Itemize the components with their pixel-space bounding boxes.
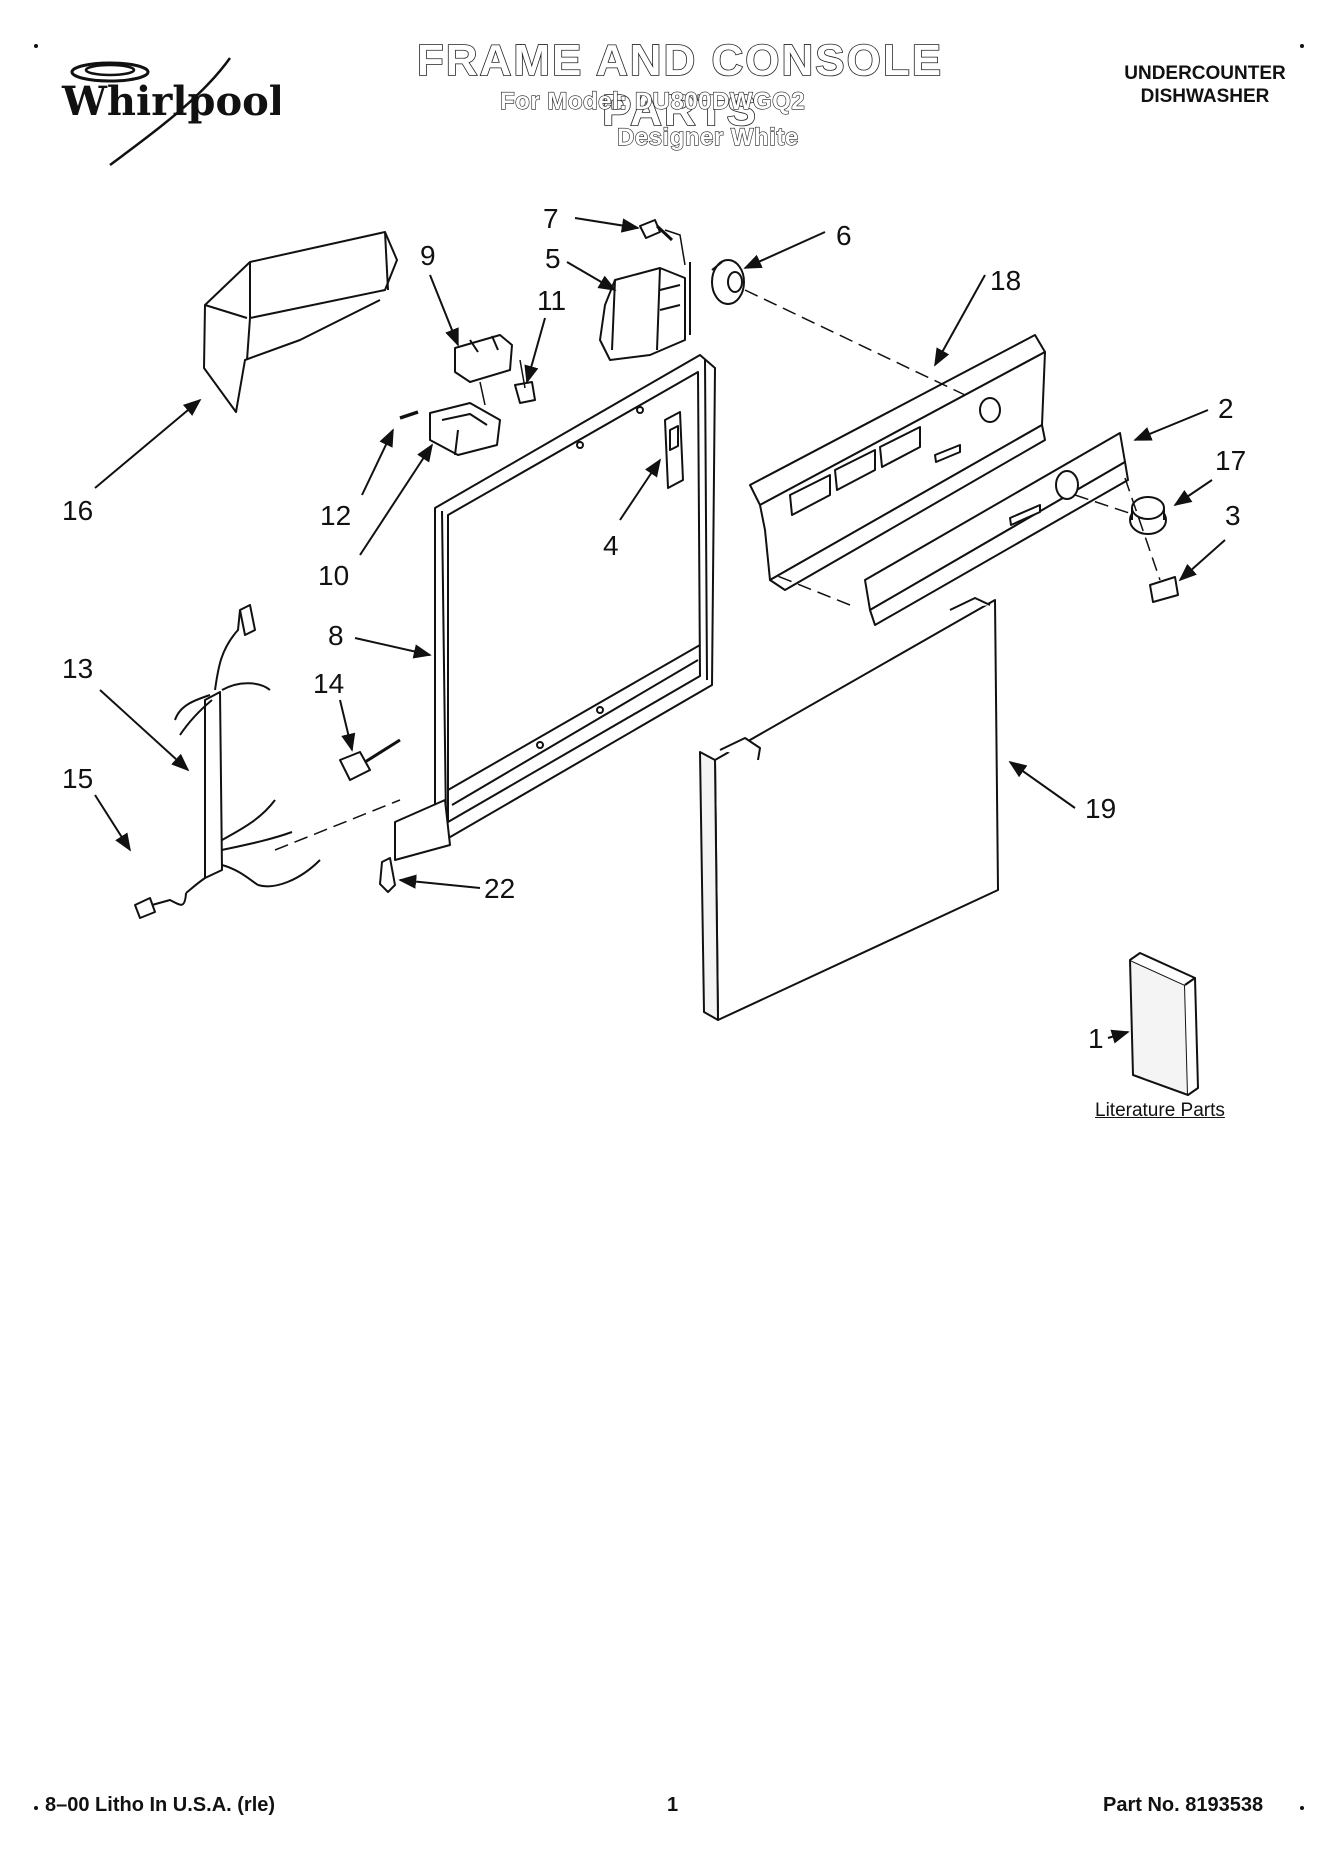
- model-variant: Designer White: [616, 123, 799, 151]
- leader-arrow: [1173, 479, 1213, 507]
- callout-3: 3: [1225, 500, 1241, 531]
- callout-1: 1: [1088, 1023, 1104, 1054]
- leader-arrow: [619, 458, 661, 521]
- part-screw: [639, 219, 674, 242]
- callout-18: 18: [990, 265, 1021, 296]
- literature-parts-label: Literature Parts: [1095, 1100, 1225, 1121]
- part-door-panel: [699, 597, 999, 1021]
- leader-arrow: [398, 874, 481, 889]
- leader-arrow: [1008, 760, 1076, 809]
- callout-12: 12: [320, 500, 351, 531]
- part-rod: [399, 410, 419, 420]
- callout-22: 22: [484, 873, 515, 904]
- part-switch-bracket: [429, 402, 501, 456]
- leader-arrow: [94, 398, 202, 489]
- assembly-line: [744, 289, 966, 396]
- callout-7: 7: [543, 203, 559, 234]
- part-timer: [599, 262, 691, 361]
- part-control-panel: [864, 432, 1129, 626]
- leader-arrow: [524, 317, 546, 384]
- callout-6: 6: [836, 220, 852, 251]
- whirlpool-logo: Whirlpool: [61, 57, 280, 167]
- registration-dot: [1300, 44, 1304, 48]
- leader-arrow: [566, 261, 617, 291]
- part-latch-bracket: [664, 411, 684, 489]
- leader-arrow: [359, 443, 433, 556]
- callout-4: 4: [603, 530, 619, 561]
- leader-arrow: [361, 428, 394, 496]
- assembly-line: [774, 574, 851, 606]
- product-type: UNDERCOUNTER DISHWASHER: [1090, 62, 1320, 108]
- leader-arrow: [1107, 1029, 1130, 1044]
- callout-8: 8: [328, 620, 344, 651]
- registration-dot: [1300, 1806, 1304, 1810]
- part-wire-connector: [339, 738, 401, 781]
- leader-arrow: [934, 274, 986, 367]
- part-button: [1149, 576, 1179, 603]
- assembly-line: [1074, 494, 1136, 516]
- part-knob: [1129, 496, 1167, 535]
- callout-13: 13: [62, 653, 93, 684]
- part-switch: [454, 334, 513, 383]
- callout-9: 9: [420, 240, 436, 271]
- leader-arrow: [94, 794, 131, 852]
- footer-page-number: 1: [667, 1794, 679, 1816]
- callout-19: 19: [1085, 793, 1116, 824]
- part-console-cover: [203, 231, 398, 413]
- part-ground-screw: [134, 892, 187, 919]
- callout-5: 5: [545, 243, 561, 274]
- callout-11: 11: [537, 285, 566, 316]
- brand-wordmark: Whirlpool: [61, 78, 280, 125]
- assembly-line: [274, 799, 401, 851]
- part-frame: [394, 354, 716, 861]
- footer-part-number: Part No. 8193538: [1103, 1794, 1264, 1816]
- leader-arrow: [99, 689, 190, 772]
- registration-dot: [34, 1806, 38, 1810]
- leader-arrow: [339, 699, 356, 752]
- leader-arrow: [743, 231, 826, 269]
- product-type-line: UNDERCOUNTER: [1124, 63, 1286, 84]
- assembly-line: [479, 359, 526, 406]
- callout-15: 15: [62, 763, 93, 794]
- callout-17: 17: [1215, 445, 1246, 476]
- model-number: For Model: DU800DWGQ2: [499, 87, 806, 115]
- footer-print-info: 8–00 Litho In U.S.A. (rle): [45, 1794, 276, 1816]
- callout-16: 16: [62, 495, 93, 526]
- registration-dot: [34, 44, 38, 48]
- callout-14: 14: [313, 668, 344, 699]
- leader-arrow: [1178, 539, 1226, 582]
- callout-2: 2: [1218, 393, 1234, 424]
- part-timer-dial: [711, 259, 745, 305]
- leader-arrow: [574, 217, 640, 233]
- callout-10: 10: [318, 560, 349, 591]
- assembly-line: [1124, 477, 1161, 581]
- page-title: FRAME AND CONSOLE PARTS: [416, 35, 944, 136]
- assembly-line: [664, 229, 686, 266]
- leader-arrow: [354, 637, 432, 659]
- leader-arrow: [429, 274, 459, 347]
- part-clip: [379, 857, 396, 893]
- leader-arrow: [1133, 409, 1209, 441]
- part-literature: [1129, 952, 1199, 1096]
- product-type-line: DISHWASHER: [1140, 86, 1270, 107]
- part-console: [749, 334, 1046, 591]
- part-wiring-harness: [174, 604, 321, 894]
